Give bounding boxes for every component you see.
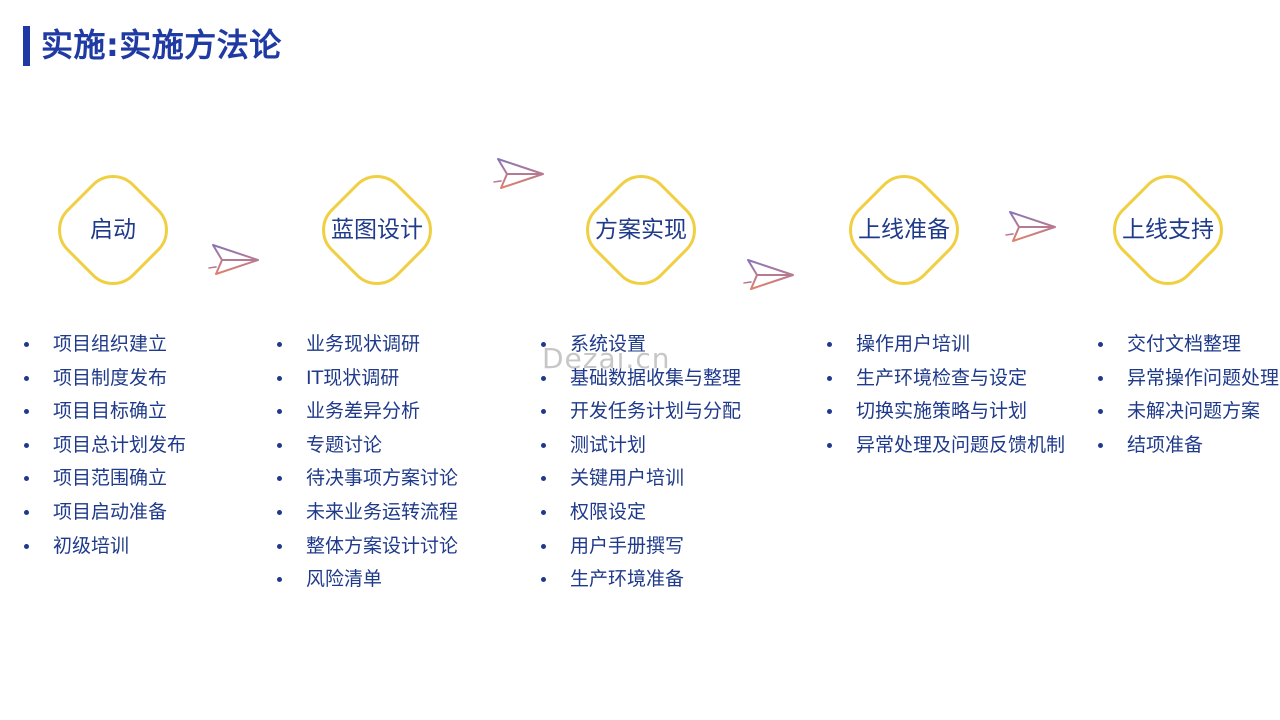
paper-plane-icon: [1000, 211, 1056, 242]
list-item: 整体方案设计讨论: [276, 534, 458, 568]
phase-1-task-list: 项目组织建立项目制度发布项目目标确立项目总计划发布项目范围确立项目启动准备初级培…: [23, 332, 186, 567]
list-item: 项目目标确立: [23, 399, 186, 433]
list-item: 项目总计划发布: [23, 433, 186, 467]
list-item: 生产环境准备: [540, 567, 741, 601]
list-item: 权限设定: [540, 500, 741, 534]
slide-title: 实施:实施方法论: [41, 26, 282, 64]
list-item: 开发任务计划与分配: [540, 399, 741, 433]
list-item: 项目制度发布: [23, 366, 186, 400]
list-item: 用户手册撰写: [540, 534, 741, 568]
watermark: Dezai.cn: [542, 342, 671, 375]
phase-3: 方案实现: [573, 162, 709, 298]
list-item: 操作用户培训: [826, 332, 1065, 366]
paper-plane-icon: [488, 158, 544, 189]
list-item: 异常处理及问题反馈机制: [826, 433, 1065, 467]
title-accent-bar: [23, 26, 30, 66]
phase-ring-icon: [849, 175, 959, 285]
list-item: 关键用户培训: [540, 466, 741, 500]
list-item: 基础数据收集与整理: [540, 366, 741, 400]
list-item: 专题讨论: [276, 433, 458, 467]
list-item: 系统设置: [540, 332, 741, 366]
paper-plane-icon: [203, 244, 259, 275]
phase-ring-icon: [1113, 175, 1223, 285]
phase-3-task-list: 系统设置基础数据收集与整理开发任务计划与分配测试计划关键用户培训权限设定用户手册…: [540, 332, 741, 601]
list-item: 生产环境检查与设定: [826, 366, 1065, 400]
list-item: 业务现状调研: [276, 332, 458, 366]
phase-ring-icon: [58, 175, 168, 285]
phase-label: 蓝图设计: [331, 217, 423, 243]
phase-2: 蓝图设计: [309, 162, 445, 298]
list-item: 交付文档整理: [1097, 332, 1279, 366]
phase-label: 启动: [90, 217, 136, 243]
list-item: 待决事项方案讨论: [276, 466, 458, 500]
list-item: 项目组织建立: [23, 332, 186, 366]
phase-4-task-list: 操作用户培训生产环境检查与设定切换实施策略与计划异常处理及问题反馈机制: [826, 332, 1065, 466]
phase-1: 启动: [45, 162, 181, 298]
list-item: 初级培训: [23, 534, 186, 568]
phase-4: 上线准备: [836, 162, 972, 298]
phase-5-task-list: 交付文档整理异常操作问题处理未解决问题方案结项准备: [1097, 332, 1279, 466]
list-item: 项目范围确立: [23, 466, 186, 500]
list-item: 测试计划: [540, 433, 741, 467]
list-item: 项目启动准备: [23, 500, 186, 534]
phase-label: 方案实现: [595, 217, 687, 243]
list-item: 未来业务运转流程: [276, 500, 458, 534]
list-item: 风险清单: [276, 567, 458, 601]
phase-ring-icon: [586, 175, 696, 285]
phase-label: 上线支持: [1122, 217, 1214, 243]
list-item: 未解决问题方案: [1097, 399, 1279, 433]
list-item: 结项准备: [1097, 433, 1279, 467]
phase-5: 上线支持: [1100, 162, 1236, 298]
list-item: IT现状调研: [276, 366, 458, 400]
list-item: 异常操作问题处理: [1097, 366, 1279, 400]
list-item: 切换实施策略与计划: [826, 399, 1065, 433]
phase-label: 上线准备: [858, 217, 950, 243]
list-item: 业务差异分析: [276, 399, 458, 433]
phase-ring-icon: [322, 175, 432, 285]
paper-plane-icon: [738, 259, 794, 290]
